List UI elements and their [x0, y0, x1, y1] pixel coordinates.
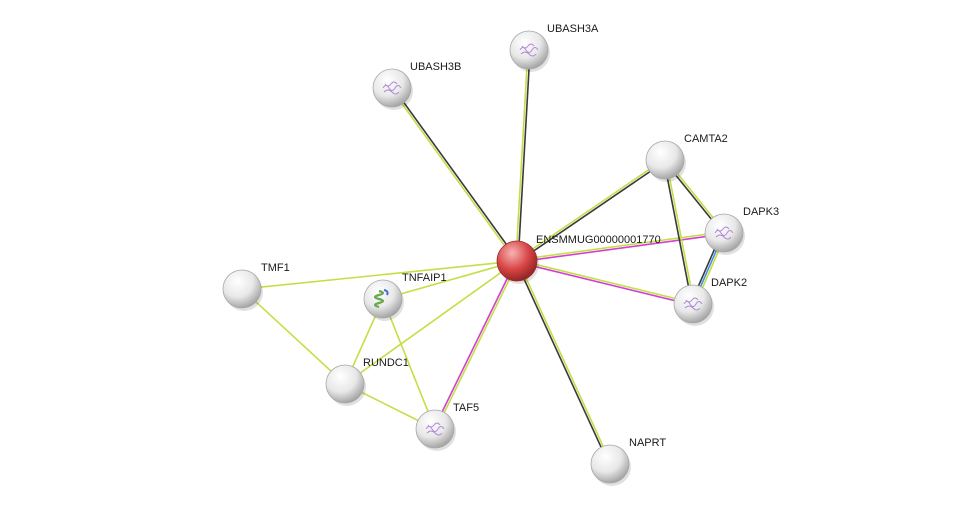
edge-center-taf5[interactable] — [433, 260, 519, 430]
edge-line-textmining — [382, 260, 518, 300]
nodes-layer: ENSMMUG00000001770 UBASH3A UBASH3B CAMTA2DA… — [222, 23, 779, 486]
node-bubble — [325, 364, 365, 404]
protein-structure-icon — [425, 422, 445, 436]
protein-structure-icon — [714, 226, 734, 240]
edge-line-coexpression — [392, 86, 519, 261]
edge-line-experiments — [516, 261, 693, 306]
node-label: TNFAIP1 — [402, 272, 447, 284]
node-tmf1[interactable]: TMF1 — [222, 262, 290, 311]
protein-structure-icon — [519, 43, 539, 57]
node-bubble — [363, 279, 403, 319]
edge-center-dapk2[interactable] — [516, 259, 694, 306]
edge-line-coexpression — [517, 160, 667, 263]
edge-line-textmining — [515, 49, 529, 261]
edges-layer — [241, 49, 727, 465]
protein-structure-icon — [382, 81, 402, 95]
edge-tmf1-rundc1[interactable] — [241, 288, 346, 385]
edge-line-textmining — [665, 159, 695, 304]
helix-structure-icon — [373, 289, 389, 309]
node-bubble — [590, 444, 630, 484]
node-dapk2[interactable]: DAPK2 — [673, 277, 747, 326]
edge-tnfaip1-taf5[interactable] — [382, 298, 436, 430]
edge-center-dapk3[interactable] — [516, 231, 725, 263]
node-label: TMF1 — [261, 262, 290, 274]
edge-line-textmining — [344, 260, 518, 385]
edge-line-textmining — [517, 260, 612, 464]
node-label: UBASH3B — [410, 61, 461, 73]
node-tnfaip1[interactable]: TNFAIP1 — [363, 272, 447, 321]
node-rundc1[interactable]: RUNDC1 — [325, 357, 409, 406]
edge-line-textmining — [516, 231, 724, 261]
edge-line-coexpression — [663, 160, 693, 305]
node-camta2[interactable]: CAMTA2 — [645, 133, 728, 182]
edge-center-naprt[interactable] — [515, 260, 612, 465]
node-bubble — [645, 140, 685, 180]
node-bubble — [222, 269, 262, 309]
node-ubash3b[interactable]: UBASH3B — [372, 61, 461, 110]
edge-center-tmf1[interactable] — [241, 260, 518, 290]
edge-center-ubash3b[interactable] — [390, 86, 519, 263]
edge-line-experiments — [517, 233, 725, 263]
node-taf5[interactable]: TAF5 — [415, 402, 479, 451]
edge-line-textmining — [515, 158, 665, 261]
edge-line-textmining — [241, 260, 518, 290]
node-label: DAPK2 — [711, 277, 747, 289]
edge-line-textmining — [382, 298, 436, 430]
node-label: UBASH3A — [547, 23, 599, 35]
node-naprt[interactable]: NAPRT — [590, 437, 666, 486]
node-center[interactable]: ENSMMUG00000001770 — [496, 234, 661, 284]
edge-line-coexpression — [515, 261, 610, 465]
node-label: CAMTA2 — [684, 133, 728, 145]
node-bubble — [673, 284, 713, 324]
node-label: NAPRT — [629, 437, 666, 449]
node-label: DAPK3 — [743, 206, 779, 218]
node-dapk3[interactable]: DAPK3 — [704, 206, 779, 255]
edge-center-tnfaip1[interactable] — [382, 260, 518, 300]
node-bubble — [496, 240, 538, 282]
node-bubble — [509, 30, 549, 70]
edge-line-textmining — [390, 88, 517, 263]
edge-camta2-dapk2[interactable] — [663, 159, 695, 305]
protein-structure-icon — [683, 297, 703, 311]
node-bubble — [415, 409, 455, 449]
edge-line-coexpression — [517, 50, 531, 262]
edge-line-textmining — [435, 261, 519, 430]
node-ubash3a[interactable]: UBASH3A — [509, 23, 599, 72]
node-label: RUNDC1 — [363, 357, 409, 369]
edge-center-ubash3a[interactable] — [515, 49, 531, 262]
node-bubble — [704, 213, 744, 253]
node-label: ENSMMUG00000001770 — [536, 234, 661, 246]
edge-center-camta2[interactable] — [515, 158, 667, 263]
edge-line-experiments — [433, 260, 517, 429]
edge-line-textmining — [517, 259, 694, 304]
edge-center-rundc1[interactable] — [344, 260, 518, 385]
node-label: TAF5 — [453, 402, 479, 414]
edge-line-textmining — [241, 288, 346, 385]
node-bubble — [372, 68, 412, 108]
